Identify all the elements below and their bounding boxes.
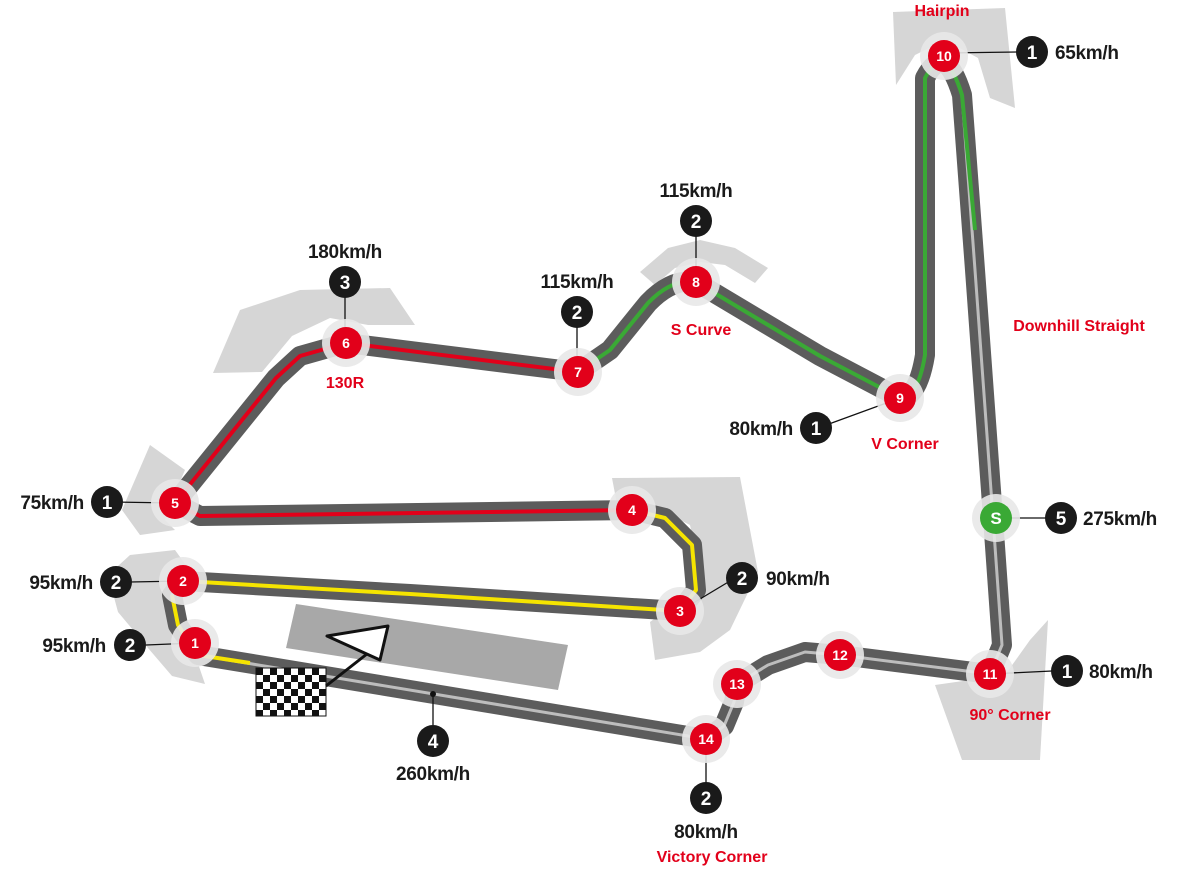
direction-arrow-icon (325, 624, 390, 662)
speed-trap-label: S (990, 509, 1001, 528)
name-downhill-straight: Downhill Straight (1013, 318, 1145, 335)
svg-text:1: 1 (1027, 43, 1038, 64)
gear-t11: 1 (1051, 655, 1083, 687)
speed-t1: 95km/h (42, 636, 106, 657)
turn-14-marker: 14 (682, 715, 730, 763)
speed-speed-trap: 275km/h (1083, 509, 1157, 530)
turn-11-label: 11 (983, 666, 998, 682)
runoff-hairpin (893, 8, 1015, 108)
turn-12-marker: 12 (816, 631, 864, 679)
speed-labels: 95km/h 95km/h 90km/h 75km/h 180km/h 115k… (20, 43, 1157, 843)
gear-t1: 2 (114, 629, 146, 661)
speed-trap-marker: S (972, 494, 1020, 542)
turn-12-label: 12 (832, 647, 848, 663)
gear-t2: 2 (100, 566, 132, 598)
runoff-s-curve (640, 240, 768, 285)
speed-t5: 75km/h (20, 493, 84, 514)
pit-building (286, 604, 568, 690)
svg-text:5: 5 (1056, 509, 1067, 530)
svg-text:2: 2 (572, 303, 583, 324)
speed-t11: 80km/h (1089, 662, 1153, 683)
turn-6-label: 6 (342, 335, 350, 351)
speed-t14: 80km/h (674, 822, 738, 843)
straight-marker-dot (430, 691, 436, 697)
turn-7-label: 7 (574, 364, 582, 380)
turn-9-marker: 9 (876, 374, 924, 422)
gear-t14: 2 (690, 782, 722, 814)
checkered-flag-icon (255, 667, 327, 717)
svg-text:1: 1 (811, 419, 822, 440)
turn-6-marker: 6 (322, 319, 370, 367)
gear-t9: 1 (800, 412, 832, 444)
turn-5-marker: 5 (151, 479, 199, 527)
svg-text:2: 2 (737, 569, 748, 590)
name-victory-corner: Victory Corner (657, 849, 768, 866)
turn-2-marker: 2 (159, 557, 207, 605)
gear-t6: 3 (329, 266, 361, 298)
turn-7-marker: 7 (554, 348, 602, 396)
speed-t6: 180km/h (308, 242, 382, 263)
turn-3-marker: 3 (656, 587, 704, 635)
name-130r: 130R (326, 375, 365, 392)
svg-text:1: 1 (1062, 662, 1073, 683)
turn-10-label: 10 (936, 48, 952, 64)
speed-main-straight: 260km/h (396, 764, 470, 785)
name-hairpin: Hairpin (914, 3, 969, 20)
turn-4-label: 4 (628, 502, 636, 518)
speed-t10: 65km/h (1055, 43, 1119, 64)
turn-13-marker: 13 (713, 660, 761, 708)
runoff-t5 (122, 445, 185, 535)
name-s-curve: S Curve (671, 322, 732, 339)
gear-speed-trap: 5 (1045, 502, 1077, 534)
gear-main-straight: 4 (417, 725, 449, 757)
svg-text:4: 4 (428, 732, 439, 753)
gear-t8: 2 (680, 205, 712, 237)
speed-t3: 90km/h (766, 569, 830, 590)
gear-t7: 2 (561, 296, 593, 328)
turn-9-label: 9 (896, 390, 904, 406)
name-90-corner: 90° Corner (969, 707, 1050, 724)
turn-13-label: 13 (729, 676, 745, 692)
turn-10-marker: 10 (920, 32, 968, 80)
turn-11-marker: 11 (966, 650, 1014, 698)
speed-t9: 80km/h (729, 419, 793, 440)
speed-t2: 95km/h (29, 573, 93, 594)
name-v-corner: V Corner (871, 436, 939, 453)
turn-8-marker: 8 (672, 258, 720, 306)
svg-text:2: 2 (701, 789, 712, 810)
flag-pointer-line (325, 648, 373, 688)
sector-yellow-t2-t4 (182, 508, 698, 613)
turn-markers: 1 2 3 4 5 6 7 8 9 10 11 12 13 14 S (151, 32, 1020, 763)
runoff-130r (213, 288, 415, 373)
turn-8-label: 8 (692, 274, 700, 290)
turn-2-label: 2 (179, 573, 187, 589)
turn-4-marker: 4 (608, 486, 656, 534)
speed-t7: 115km/h (541, 272, 614, 293)
svg-text:2: 2 (125, 636, 136, 657)
svg-text:1: 1 (102, 493, 113, 514)
svg-text:2: 2 (691, 212, 702, 233)
svg-text:3: 3 (340, 273, 351, 294)
turn-1-marker: 1 (171, 619, 219, 667)
turn-14-label: 14 (698, 731, 714, 747)
gear-t5: 1 (91, 486, 123, 518)
gear-markers: 2 2 2 1 3 2 2 1 1 5 1 4 2 (91, 36, 1083, 814)
gear-t3: 2 (726, 562, 758, 594)
turn-1-label: 1 (191, 635, 199, 651)
svg-text:2: 2 (111, 573, 122, 594)
turn-5-label: 5 (171, 495, 179, 511)
runoff-t4 (612, 477, 758, 660)
gear-t10: 1 (1016, 36, 1048, 68)
corner-names: Hairpin Downhill Straight S Curve 130R V… (326, 3, 1146, 866)
turn-3-label: 3 (676, 603, 684, 619)
speed-t8: 115km/h (660, 181, 733, 202)
